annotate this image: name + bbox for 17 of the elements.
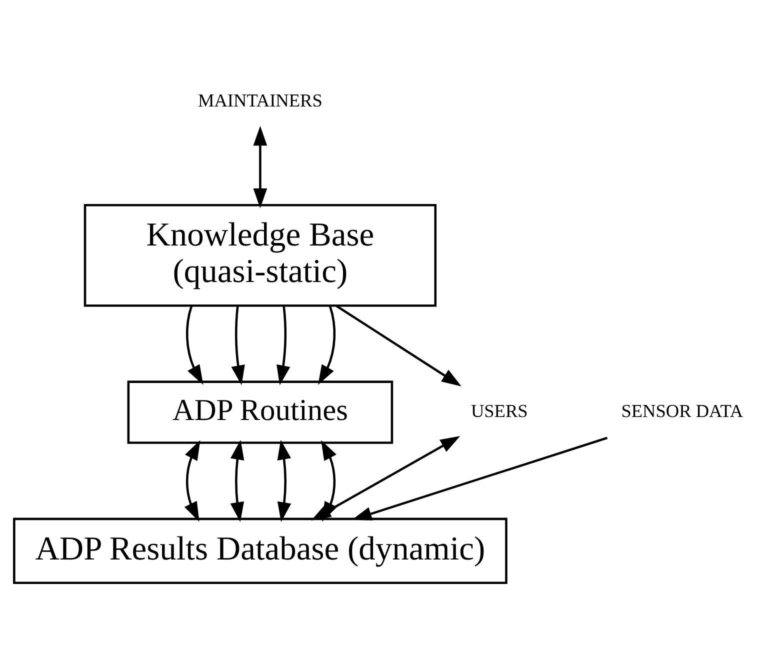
node-text: USERS xyxy=(470,401,528,422)
arrow xyxy=(186,306,204,385)
node-text: SENSOR DATA xyxy=(621,401,744,422)
arrow xyxy=(231,306,245,386)
arrow xyxy=(230,440,244,522)
node-text: MAINTAINERS xyxy=(198,90,322,110)
arrow xyxy=(352,436,608,520)
node-box: ADP Routines xyxy=(127,380,394,444)
arrow xyxy=(276,306,290,386)
arrow xyxy=(253,126,268,208)
arrow xyxy=(336,305,462,386)
arrow xyxy=(318,306,336,385)
arrow xyxy=(184,440,200,522)
arrow xyxy=(311,436,460,520)
arrow xyxy=(277,440,292,522)
node-box: Knowledge Base (quasi-static) xyxy=(84,204,437,307)
node-box: ADP Results Database (dynamic) xyxy=(13,518,508,584)
